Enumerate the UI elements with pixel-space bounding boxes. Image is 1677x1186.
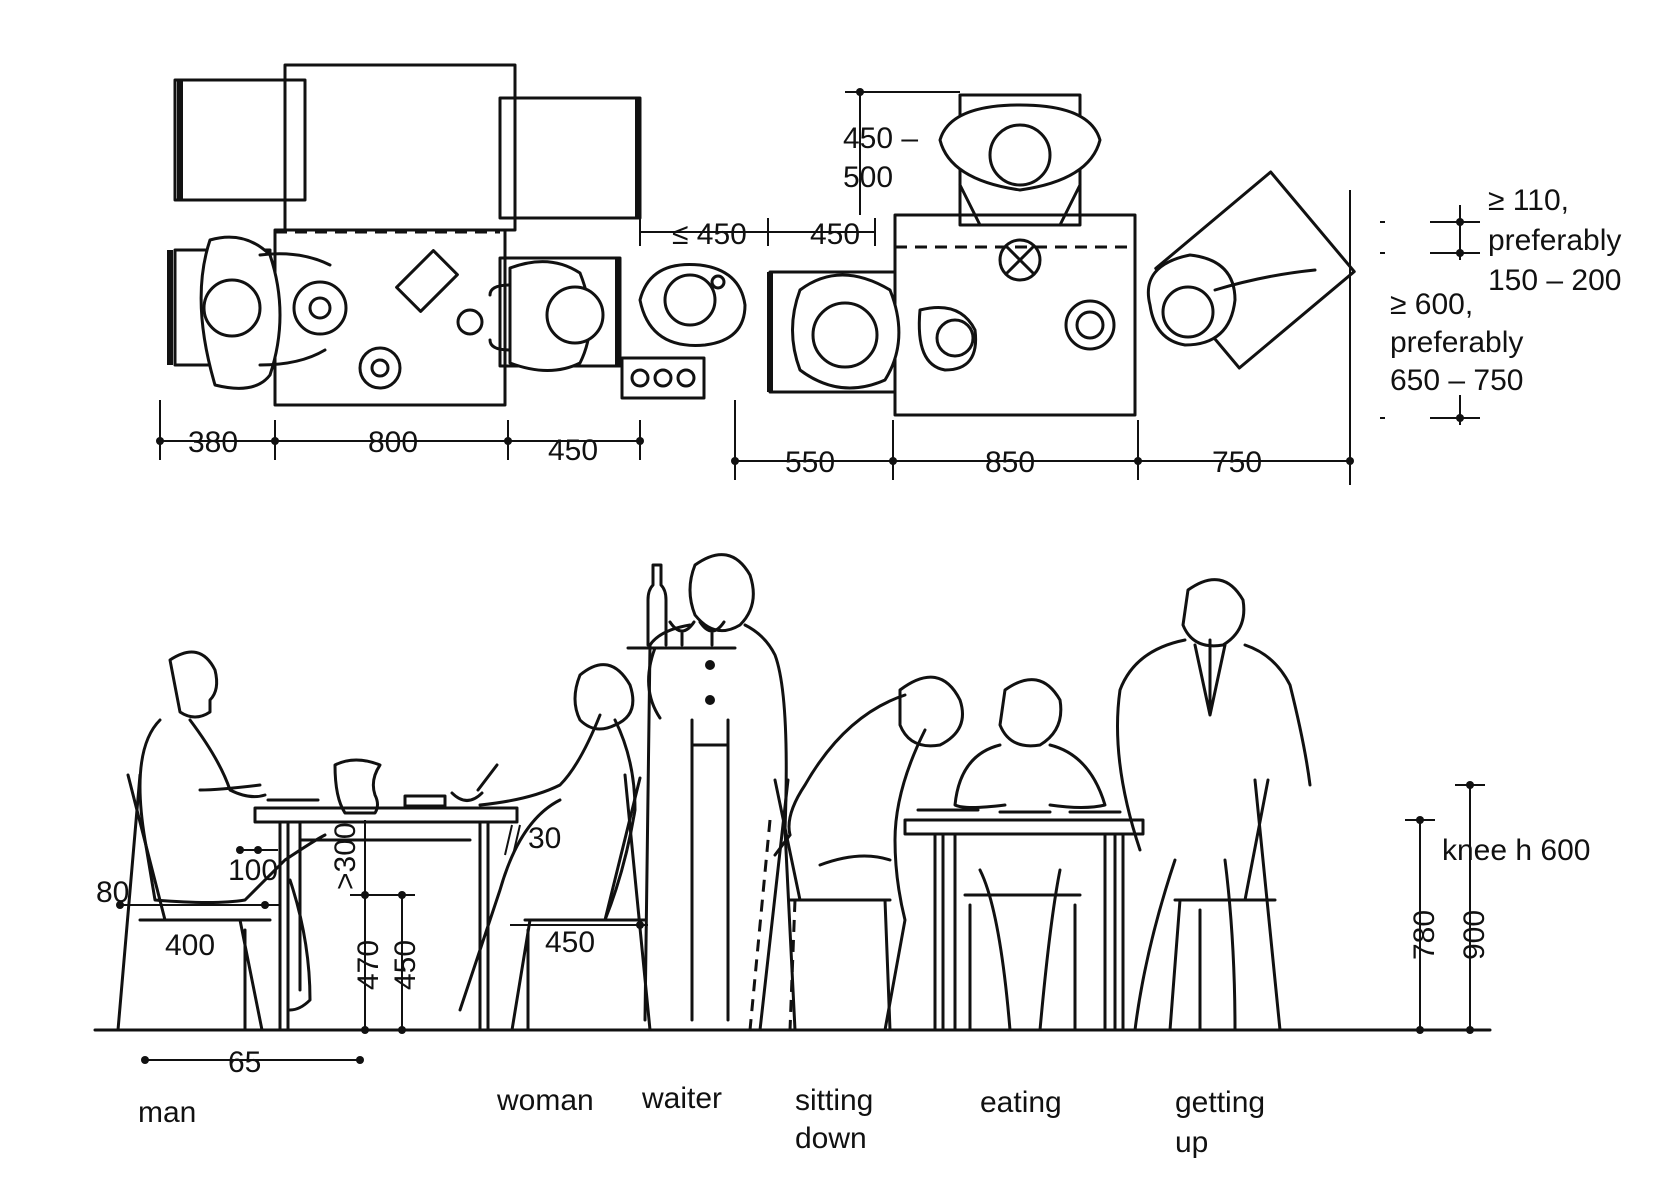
plate-icon — [358, 346, 402, 390]
figure-getting-up — [1116, 578, 1312, 1032]
plan-view: 380 800 450 550 850 750 ≤ 450 450 — [156, 63, 1621, 485]
figure-man — [138, 650, 327, 1012]
dim-65: 65 — [228, 1046, 261, 1079]
label-getting-up-2: up — [1175, 1126, 1208, 1159]
plan-chair-top-left — [173, 78, 307, 208]
plan-waiter — [620, 262, 747, 400]
dim-450-500-b: 500 — [843, 161, 893, 194]
label-sitting-down-2: down — [795, 1122, 867, 1155]
plan-chair-height-dimension: 450 – 500 — [843, 88, 960, 215]
clearance-side-line-1: ≥ 600, — [1390, 288, 1473, 321]
clearance-side-line-3: 650 – 750 — [1390, 364, 1523, 397]
label-getting-up-1: getting — [1175, 1086, 1265, 1119]
label-eating: eating — [980, 1086, 1062, 1119]
plan-chair-top-right — [498, 96, 642, 220]
dim-30: 30 — [528, 822, 561, 855]
dim-470: 470 — [352, 940, 385, 990]
dim-850: 850 — [985, 446, 1035, 479]
plan-clearance-annotations: ≥ 110, preferably 150 – 200 ≥ 600, prefe… — [1380, 184, 1621, 425]
dim-400: 400 — [165, 929, 215, 962]
dim-100: 100 — [228, 854, 278, 887]
dim-450: 450 — [548, 434, 598, 467]
label-woman: woman — [496, 1084, 594, 1117]
elevation-chair-sitting-down — [748, 778, 892, 1032]
figure-woman — [458, 663, 637, 1012]
plan-table-left-extended — [283, 63, 517, 232]
dim-550: 550 — [785, 446, 835, 479]
plan-chair-sitting-down — [767, 270, 978, 394]
plan-chair-top-right-table — [938, 93, 1102, 227]
elevation-dimensions-right: knee h 600 780 900 — [1405, 781, 1590, 1034]
tableware-left — [266, 758, 499, 815]
clearance-top-line-3: 150 – 200 — [1488, 264, 1621, 297]
dim-gap-left: ≤ 450 — [672, 218, 747, 251]
plan-dimension-bottom-left: 380 800 450 — [156, 400, 644, 467]
dim-380: 380 — [188, 426, 238, 459]
label-waiter: waiter — [641, 1082, 722, 1115]
dim-750: 750 — [1212, 446, 1262, 479]
dim-780: 780 — [1408, 910, 1441, 960]
dim-300: >300 — [329, 822, 362, 890]
figure-waiter — [626, 553, 797, 1032]
dim-450-elevation: 450 — [389, 940, 422, 990]
elevation-dimensions-left: 80 100 400 65 >300 470 450 30 450 — [96, 820, 648, 1079]
dim-gap-right: 450 — [810, 218, 860, 251]
label-sitting-down-1: sitting — [795, 1084, 873, 1117]
clearance-side-line-2: preferably — [1390, 326, 1523, 359]
tray-icon — [395, 249, 459, 313]
plan-chair-diner-mid — [488, 256, 622, 372]
dim-450-woman: 450 — [545, 926, 595, 959]
figure-eating — [953, 678, 1107, 1032]
elevation-table-left — [253, 806, 519, 1032]
plan-gap-dimensions: ≤ 450 450 — [639, 218, 876, 251]
label-man: man — [138, 1096, 196, 1129]
dim-knee: knee h 600 — [1442, 834, 1590, 867]
dim-80: 80 — [96, 876, 129, 909]
plan-dimension-bottom-right: 550 850 750 — [731, 190, 1354, 485]
plate-icon — [1064, 299, 1116, 351]
dim-900: 900 — [1458, 910, 1491, 960]
plan-chair-getting-up — [1146, 170, 1356, 370]
elevation-view: 80 100 400 65 >300 470 450 30 450 knee h… — [93, 553, 1590, 1159]
figure-labels: man woman waiter sitting down eating get… — [138, 1082, 1265, 1159]
plan-chair-diner-left — [167, 235, 332, 390]
elevation-chair-woman — [510, 773, 652, 1032]
dim-450-500-a: 450 – — [843, 122, 918, 155]
elevation-chair-getting-up — [1168, 778, 1282, 1032]
figure-sitting-down — [773, 675, 964, 1032]
elevation-table-right — [903, 808, 1145, 1032]
dim-800: 800 — [368, 426, 418, 459]
clearance-top-line-2: preferably — [1488, 224, 1621, 257]
clearance-top-line-1: ≥ 110, — [1488, 184, 1569, 217]
plate-icon — [292, 280, 348, 336]
